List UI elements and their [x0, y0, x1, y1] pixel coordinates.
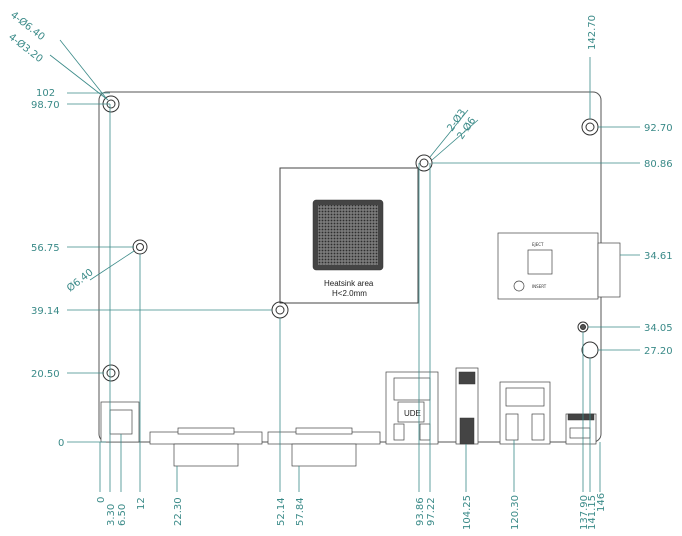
rj45-label: UDE: [404, 409, 421, 418]
left-connector: [100, 401, 140, 443]
dim-right-34-05: 34.05: [644, 323, 673, 334]
dim-bottom-6-50: 6.50: [117, 504, 128, 526]
dim-bottom-0: 0: [96, 497, 107, 503]
dim-left-0: 0: [58, 438, 64, 449]
sd-card-slot: EJECT INSERT: [497, 232, 621, 300]
sd-eject-label: EJECT: [532, 242, 544, 247]
dim-top-142-70: 142.70: [587, 15, 598, 50]
hole-callouts: [49, 39, 479, 281]
dim-bottom-137-90: 137.90: [579, 495, 590, 530]
heatsink-area: [279, 167, 419, 304]
dim-bottom-12: 12: [136, 497, 147, 510]
dim-right-27-20: 27.20: [644, 346, 673, 357]
dim-bottom-22-30: 22.30: [173, 497, 184, 526]
db-connector-1: [149, 427, 263, 467]
db-connector-2: [267, 427, 381, 467]
dim-left-56-75: 56.75: [31, 243, 60, 254]
dim-bottom-57-84: 57.84: [295, 497, 306, 526]
dim-right-34-61: 34.61: [644, 251, 673, 262]
dim-left-98-70: 98.70: [31, 100, 60, 111]
right-small-connector: [565, 413, 597, 445]
bottom-dimension-lines: [99, 104, 601, 492]
dim-right-92-70: 92.70: [644, 123, 673, 134]
dim-bottom-104-25: 104.25: [462, 495, 473, 530]
right-dimension-lines: [432, 126, 640, 351]
dim-bottom-52-14: 52.14: [276, 497, 287, 526]
dim-bottom-120-30: 120.30: [510, 495, 521, 530]
dim-left-102: 102: [36, 88, 55, 99]
usb-connector: [499, 381, 551, 445]
dim-left-39-14: 39.14: [31, 306, 60, 317]
left-dimension-lines: [67, 92, 272, 443]
dim-right-80-86: 80.86: [644, 159, 673, 170]
dim-bottom-97-22: 97.22: [426, 497, 437, 526]
dim-bottom-146: 146: [596, 493, 607, 512]
dim-bottom-141-15: 141.15: [587, 495, 598, 530]
heatsink-label-1: Heatsink area: [324, 279, 374, 288]
hole-spec-e: Ø6.40: [64, 266, 95, 294]
dim-left-20-50: 20.50: [31, 369, 60, 380]
heatsink-label-2: H<2.0mm: [332, 289, 367, 298]
sd-insert-label: INSERT: [532, 284, 547, 289]
dim-bottom-3-30: 3.30: [106, 504, 117, 526]
dim-bottom-93-86: 93.86: [415, 497, 426, 526]
soc-chip-grid: [318, 205, 378, 265]
rj45-connector: UDE: [385, 371, 439, 445]
hdmi-connector: [455, 367, 479, 445]
